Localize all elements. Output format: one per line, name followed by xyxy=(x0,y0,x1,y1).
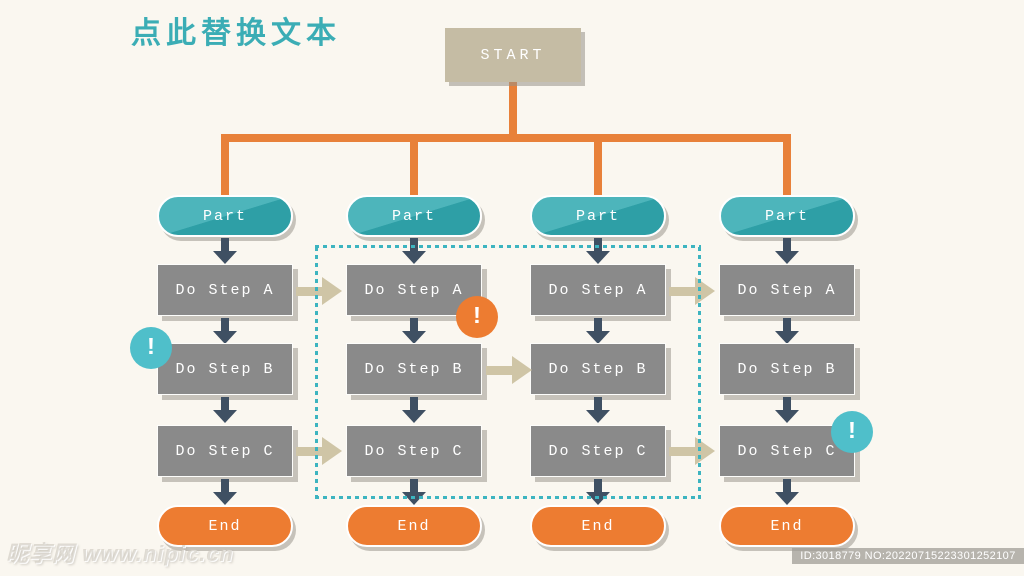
down-arrow-icon xyxy=(775,479,799,505)
down-arrow-icon xyxy=(586,238,610,264)
connector-stem xyxy=(509,80,517,136)
flow-column-1: Part Do Step A Do Step B Do Step C End xyxy=(157,195,293,547)
step-node[interactable]: Do Step B xyxy=(530,343,666,395)
right-arrow-icon xyxy=(669,277,715,305)
down-arrow-icon xyxy=(402,318,426,344)
alert-exclamation-icon: ! xyxy=(130,327,172,369)
highlight-outline-bottom xyxy=(315,496,701,499)
end-node[interactable]: End xyxy=(719,505,855,547)
flow-column-4: Part Do Step A Do Step B Do Step C End xyxy=(719,195,855,547)
step-node[interactable]: Do Step C xyxy=(346,425,482,477)
down-arrow-icon xyxy=(402,238,426,264)
step-node[interactable]: Do Step A xyxy=(157,264,293,316)
right-arrow-icon xyxy=(486,356,532,384)
down-arrow-icon xyxy=(775,397,799,423)
end-node[interactable]: End xyxy=(530,505,666,547)
down-arrow-icon xyxy=(586,479,610,505)
highlight-outline-top xyxy=(315,245,701,248)
down-arrow-icon xyxy=(213,318,237,344)
part-node[interactable]: Part xyxy=(346,195,482,237)
alert-exclamation-icon: ! xyxy=(831,411,873,453)
connector-crossbar xyxy=(221,134,791,142)
end-node[interactable]: End xyxy=(157,505,293,547)
part-node[interactable]: Part xyxy=(157,195,293,237)
down-arrow-icon xyxy=(586,318,610,344)
down-arrow-icon xyxy=(775,318,799,344)
connector-drop-4 xyxy=(783,134,791,196)
step-node[interactable]: Do Step C xyxy=(157,425,293,477)
down-arrow-icon xyxy=(775,238,799,264)
down-arrow-icon xyxy=(213,238,237,264)
down-arrow-icon xyxy=(402,479,426,505)
down-arrow-icon xyxy=(402,397,426,423)
step-node[interactable]: Do Step B xyxy=(719,343,855,395)
connector-drop-2 xyxy=(410,134,418,196)
start-node[interactable]: START xyxy=(445,28,581,82)
step-node[interactable]: Do Step A xyxy=(530,264,666,316)
connector-drop-3 xyxy=(594,134,602,196)
watermark-id-badge: ID:3018779 NO:20220715223301252107 xyxy=(792,548,1024,564)
part-node[interactable]: Part xyxy=(719,195,855,237)
right-arrow-icon xyxy=(296,277,342,305)
alert-exclamation-icon: ! xyxy=(456,296,498,338)
title-placeholder[interactable]: 点此替换文本 xyxy=(131,17,341,50)
flow-column-2: Part Do Step A Do Step B Do Step C End xyxy=(346,195,482,547)
right-arrow-icon xyxy=(296,437,342,465)
step-node[interactable]: Do Step B xyxy=(157,343,293,395)
down-arrow-icon xyxy=(213,397,237,423)
watermark-site: 昵享网 www.nipic.cn xyxy=(6,541,234,566)
end-node[interactable]: End xyxy=(346,505,482,547)
step-node[interactable]: Do Step A xyxy=(719,264,855,316)
highlight-outline-right xyxy=(698,245,701,499)
down-arrow-icon xyxy=(586,397,610,423)
down-arrow-icon xyxy=(213,479,237,505)
part-node[interactable]: Part xyxy=(530,195,666,237)
highlight-outline-left xyxy=(315,245,318,499)
right-arrow-icon xyxy=(669,437,715,465)
step-node[interactable]: Do Step C xyxy=(530,425,666,477)
connector-drop-1 xyxy=(221,134,229,196)
step-node[interactable]: Do Step B xyxy=(346,343,482,395)
